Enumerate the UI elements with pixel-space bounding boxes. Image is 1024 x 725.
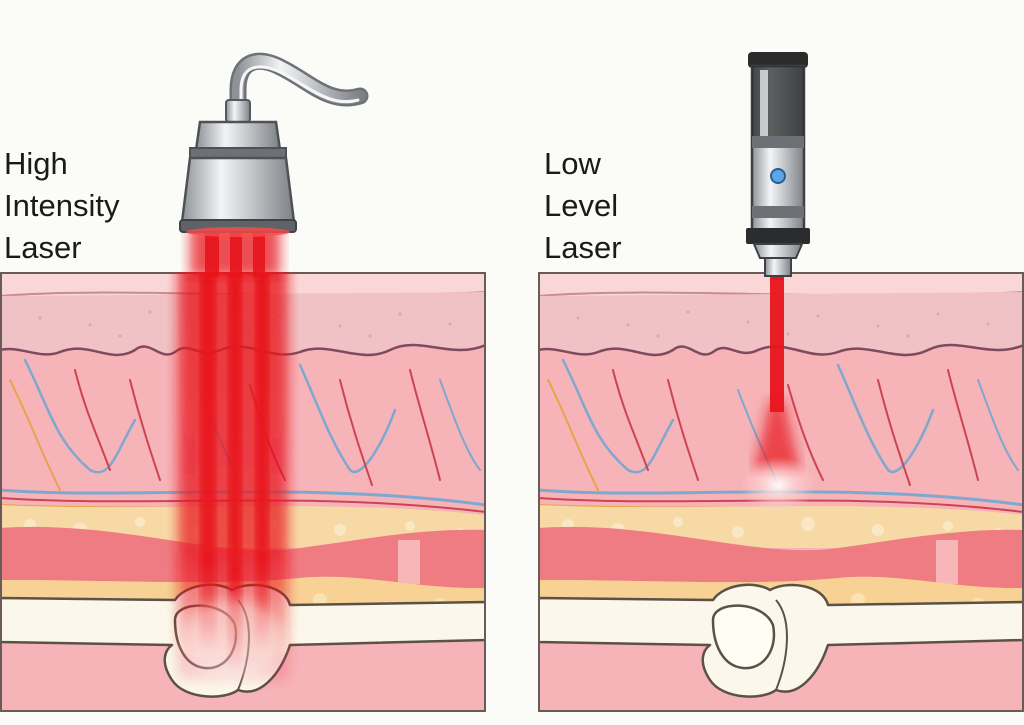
low-level-laser-probe-icon: [746, 52, 810, 277]
high-intensity-laser-label: High Intensity Laser: [4, 146, 120, 265]
low-level-laser-label: Low Level Laser: [544, 146, 622, 265]
high-intensity-laser-head-icon: [179, 52, 369, 237]
low-level-beam: [740, 272, 816, 513]
high-intensity-beam: [178, 272, 288, 680]
low-level-tissue-panel: [538, 272, 1024, 712]
high-intensity-tissue-panel: [0, 272, 486, 712]
